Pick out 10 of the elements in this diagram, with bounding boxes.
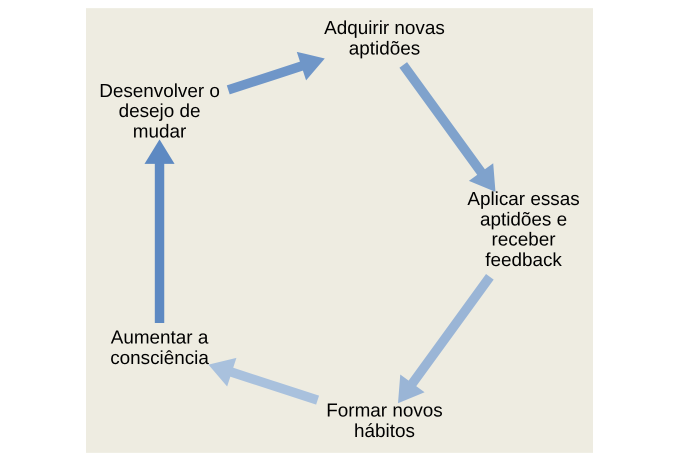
- arrow: [399, 62, 496, 192]
- node-text: Formar novos hábitos: [326, 400, 443, 442]
- node-text: Adquirir novas aptidões: [324, 18, 445, 60]
- arrow: [226, 52, 325, 94]
- node-text: Desenvolver o desejo de mudar: [99, 80, 220, 142]
- node-text: Aumentar a consciência: [110, 328, 209, 369]
- arrow: [398, 274, 494, 404]
- node-text: Aplicar essas aptidões e receber feedback: [467, 189, 580, 271]
- arrow: [208, 358, 320, 405]
- arrow: [144, 139, 175, 323]
